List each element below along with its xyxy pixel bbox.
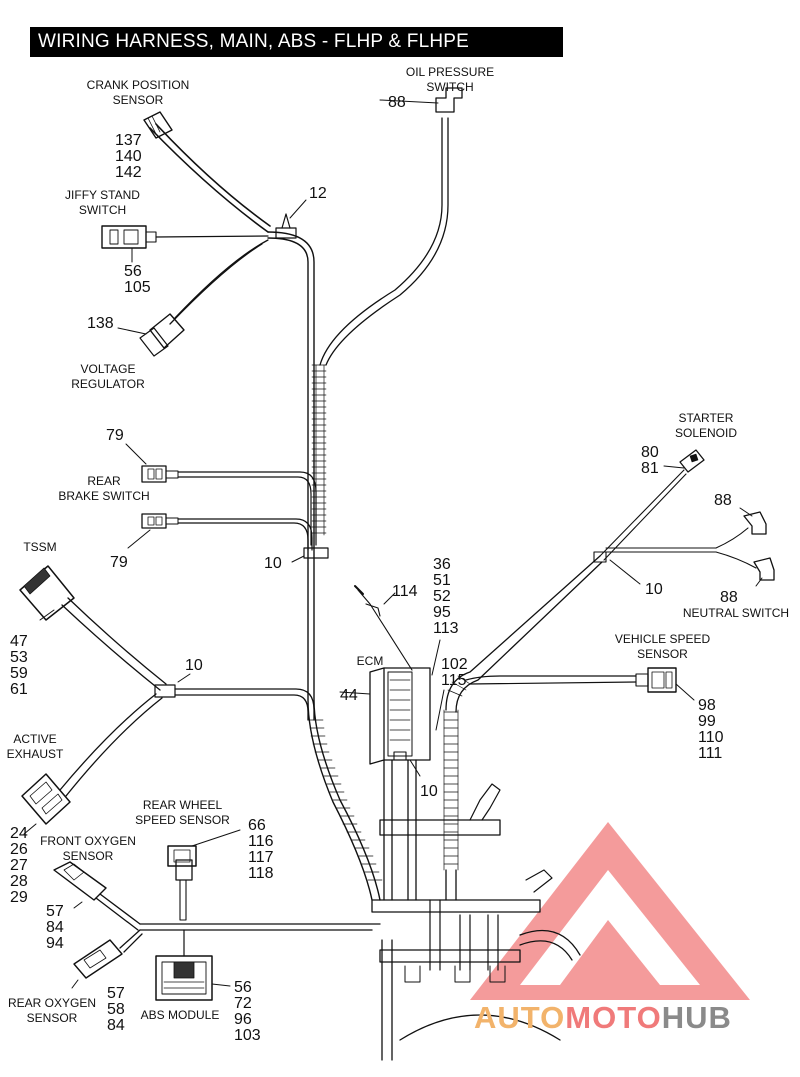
callout-rear-wheel: 66 116 117 118 (248, 817, 274, 882)
neutral-switch-upper (743, 511, 767, 535)
callout-vss: 98 99 110 111 (698, 697, 724, 762)
watermark-logo (470, 822, 750, 1000)
label-rear-brake-switch: REAR BRAKE SWITCH (58, 474, 150, 503)
label-abs-module: ABS MODULE (140, 1008, 220, 1022)
callout-starter: 80 81 (641, 444, 659, 477)
callout-crank: 137 140 142 (115, 132, 142, 181)
oil-pressure-switch-shape (435, 87, 463, 113)
callout-brake-bottom: 79 (110, 554, 128, 571)
callout-ecm: 44 (340, 687, 358, 704)
callout-neutral-bottom: 88 (720, 589, 738, 606)
rear-brake-switch-lower (141, 513, 167, 529)
callout-tssm: 47 53 59 61 (10, 633, 28, 698)
neutral-switch-lower (753, 557, 775, 581)
callout-clip-top: 12 (309, 185, 327, 202)
ecm-body (369, 667, 385, 765)
callout-jiffy: 56 105 (124, 263, 151, 296)
watermark-hub: HUB (661, 1000, 732, 1035)
callout-active-exhaust: 24 26 27 28 29 (10, 825, 28, 906)
label-active-exhaust: ACTIVE EXHAUST (6, 732, 64, 761)
callout-brake-top: 79 (106, 427, 124, 444)
callout-clip-mid: 10 (264, 555, 282, 572)
callout-ecm-group: 36 51 52 95 113 (433, 556, 459, 637)
label-rear-oxygen-sensor: REAR OXYGEN SENSOR (7, 996, 97, 1025)
vss-connector (647, 667, 677, 693)
starter-solenoid-connector (679, 449, 705, 473)
callout-voltage: 138 (87, 315, 114, 332)
label-crank-position-sensor: CRANK POSITION SENSOR (86, 78, 190, 107)
label-oil-pressure-switch: OIL PRESSURE SWITCH (405, 65, 495, 94)
callout-neutral-top: 88 (714, 492, 732, 509)
label-vehicle-speed-sensor: VEHICLE SPEED SENSOR (614, 632, 711, 661)
label-voltage-regulator: VOLTAGE REGULATOR (71, 362, 145, 391)
label-starter-solenoid: STARTER SOLENOID (674, 411, 737, 440)
rear-wheel-speed-sensor-shape (167, 845, 197, 867)
callout-oil: 88 (388, 94, 406, 111)
callout-clip-ecm: 10 (420, 783, 438, 800)
label-neutral-switch: NEUTRAL SWITCH (682, 606, 790, 620)
callout-abs: 56 72 96 103 (234, 979, 261, 1044)
rear-brake-switch-upper (141, 465, 167, 483)
callout-clip-right: 10 (645, 581, 663, 598)
front-oxygen-connector (53, 861, 107, 901)
crank-sensor-connector (143, 111, 173, 139)
callout-clip-left: 10 (185, 657, 203, 674)
label-ecm: ECM (356, 654, 384, 668)
trunk-conduit (308, 364, 383, 881)
label-front-oxygen-sensor: FRONT OXYGEN SENSOR (40, 834, 136, 863)
voltage-regulator-connector (149, 313, 185, 349)
watermark-text: AUTOMOTOHUB (474, 1000, 732, 1036)
main-trunk (267, 231, 381, 901)
callout-ecm-parts: 102 115 (441, 656, 468, 689)
callout-rear-oxygen: 57 58 84 (107, 985, 125, 1034)
watermark-moto: MOTO (565, 1000, 662, 1035)
right-conduit (443, 675, 471, 871)
abs-module-connector (155, 955, 213, 1001)
callout-front-oxygen: 57 84 94 (46, 903, 64, 952)
jiffy-stand-connector (101, 225, 147, 249)
label-rear-wheel-speed-sensor: REAR WHEEL SPEED SENSOR (135, 798, 230, 827)
active-exhaust-connector (21, 773, 71, 825)
rear-oxygen-connector (73, 939, 123, 979)
watermark-auto: AUTO (474, 1000, 566, 1035)
callout-ecm-tie: 114 (392, 583, 418, 600)
diagram-title: WIRING HARNESS, MAIN, ABS - FLHP & FLHPE (30, 27, 563, 57)
label-tssm: TSSM (23, 540, 57, 554)
label-jiffy-stand-switch: JIFFY STAND SWITCH (65, 188, 140, 217)
